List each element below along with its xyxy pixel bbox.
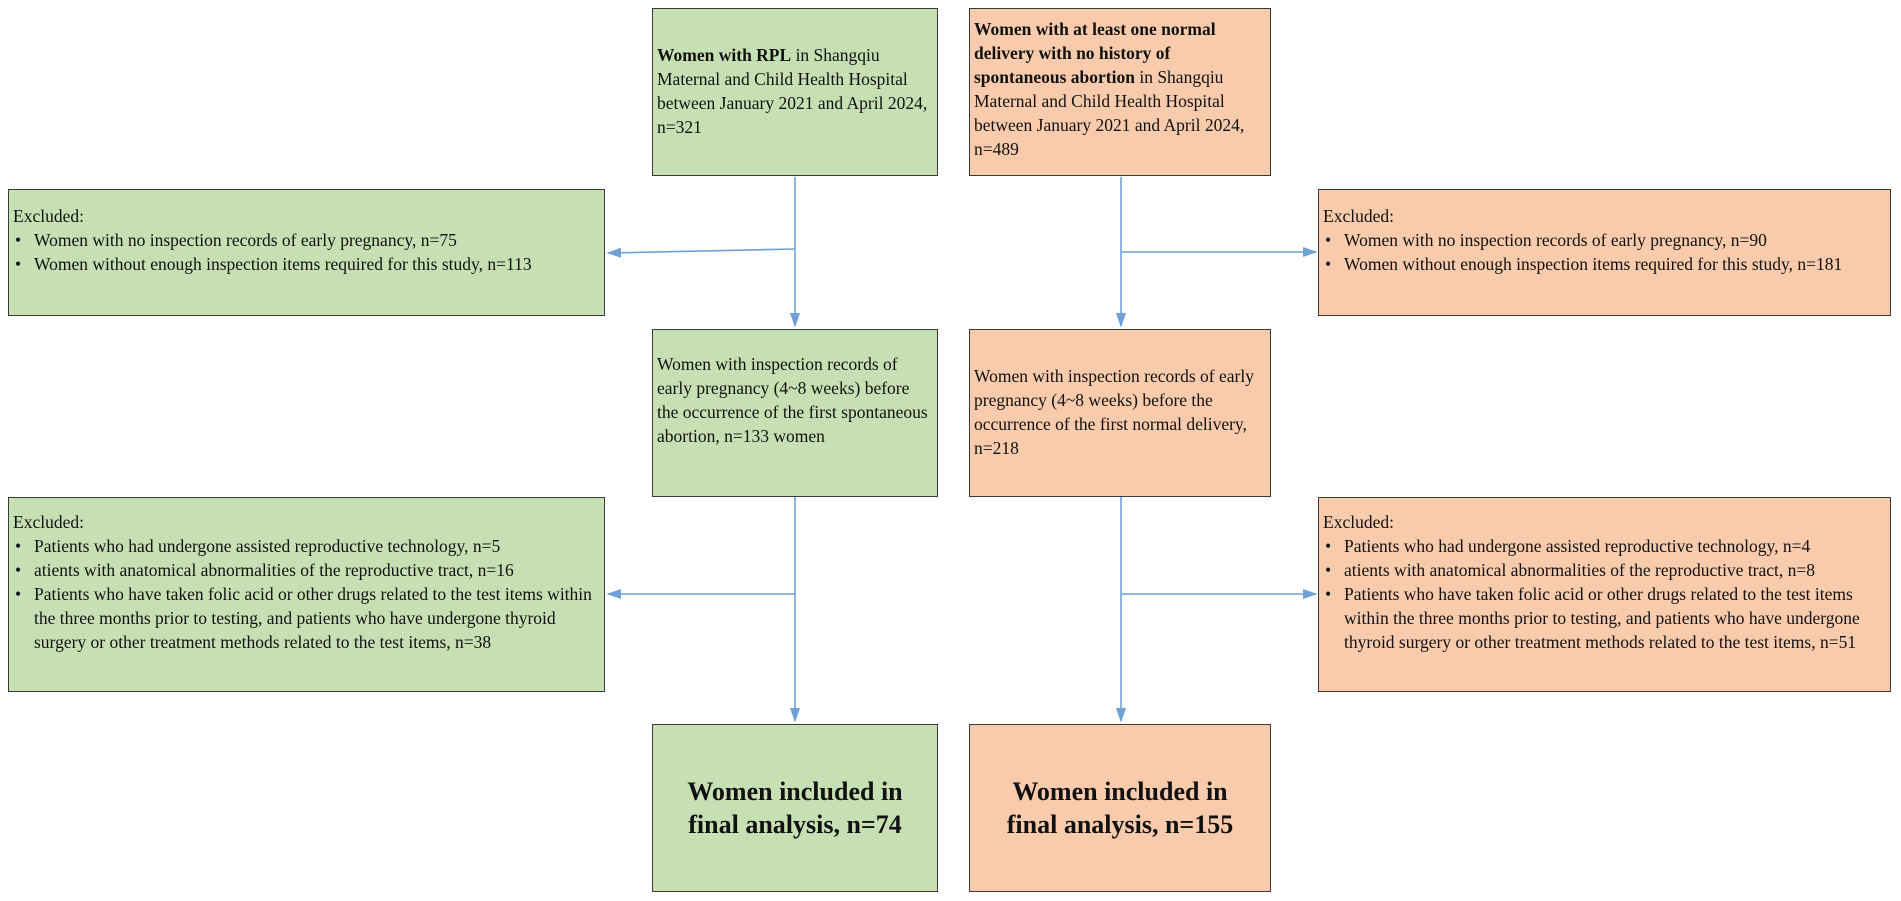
right-start-box: Women with at least one normal delivery …: [969, 8, 1271, 176]
left-final-box: Women included in final analysis, n=74: [652, 724, 938, 892]
list-item: Patients who have taken folic acid or ot…: [1323, 582, 1886, 654]
left-exclusion1-box: Excluded: Women with no inspection recor…: [8, 189, 605, 316]
left-start-box: Women with RPL in Shangqiu Maternal and …: [652, 8, 938, 176]
left-exclusion1-title: Excluded:: [13, 206, 84, 226]
right-final-text: Women included in final analysis, n=155: [1006, 777, 1234, 839]
right-exclusion1-box: Excluded: Women with no inspection recor…: [1318, 189, 1891, 316]
list-item: Women without enough inspection items re…: [1323, 252, 1886, 276]
right-exclusion2-list: Patients who had undergone assisted repr…: [1323, 534, 1886, 654]
list-item: atients with anatomical abnormalities of…: [1323, 558, 1886, 582]
left-exclusion2-title: Excluded:: [13, 512, 84, 532]
left-middle-text: Women with inspection records of early p…: [657, 354, 928, 446]
list-item: Patients who had undergone assisted repr…: [13, 534, 600, 558]
arrow-left-exclusion1: [606, 247, 796, 258]
left-start-rest: in Shangqiu Maternal and Child Health Ho…: [657, 45, 928, 137]
left-start-bold: Women with RPL: [657, 45, 792, 65]
list-item: Women without enough inspection items re…: [13, 252, 600, 276]
right-exclusion2-box: Excluded: Patients who had undergone ass…: [1318, 497, 1891, 692]
right-middle-box: Women with inspection records of early p…: [969, 329, 1271, 497]
list-item: Patients who have taken folic acid or ot…: [13, 582, 600, 654]
right-exclusion1-list: Women with no inspection records of earl…: [1323, 228, 1886, 276]
list-item: atients with anatomical abnormalities of…: [13, 558, 600, 582]
left-final-text: Women included in final analysis, n=74: [687, 777, 903, 839]
right-exclusion2-title: Excluded:: [1323, 512, 1394, 532]
right-exclusion1-title: Excluded:: [1323, 206, 1394, 226]
list-item: Women with no inspection records of earl…: [1323, 228, 1886, 252]
list-item: Patients who had undergone assisted repr…: [1323, 534, 1886, 558]
left-exclusion2-list: Patients who had undergone assisted repr…: [13, 534, 600, 654]
right-start-rest: in Shangqiu Maternal and Child Health Ho…: [974, 67, 1245, 159]
left-exclusion2-box: Excluded: Patients who had undergone ass…: [8, 497, 605, 692]
left-exclusion1-list: Women with no inspection records of earl…: [13, 228, 600, 276]
list-item: Women with no inspection records of earl…: [13, 228, 600, 252]
left-middle-box: Women with inspection records of early p…: [652, 329, 938, 497]
right-middle-text: Women with inspection records of early p…: [974, 366, 1254, 458]
right-start-bold: Women with at least one normal delivery …: [974, 19, 1216, 87]
right-final-box: Women included in final analysis, n=155: [969, 724, 1271, 892]
